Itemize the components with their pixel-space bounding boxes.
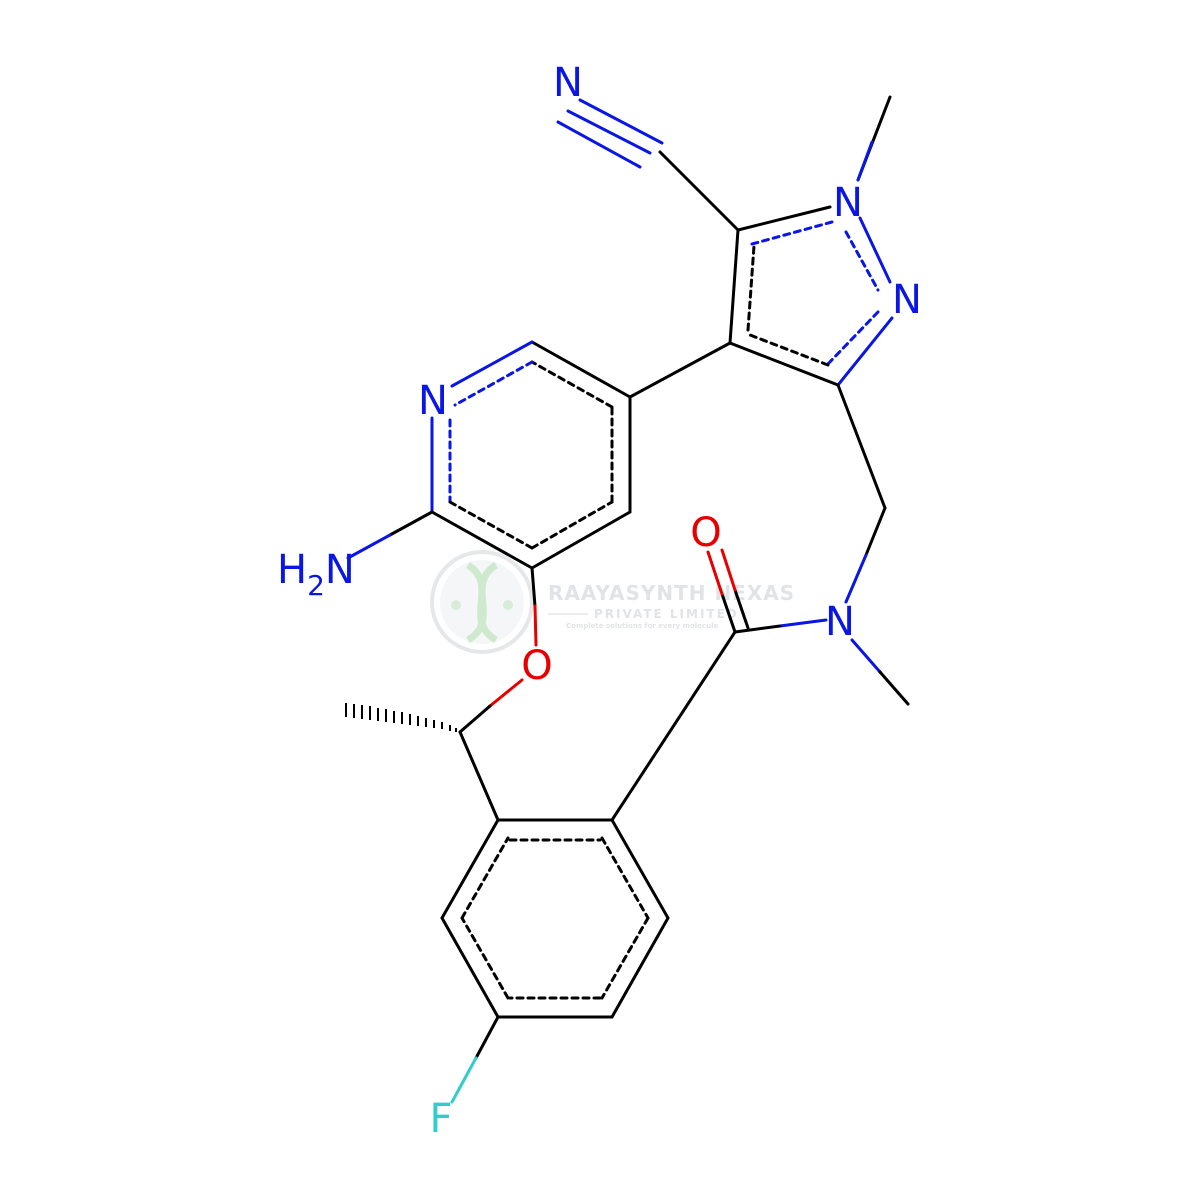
carbonyl-aryl-bond [610,630,737,822]
watermark-leaf-icon [451,600,461,610]
amide-n-methyl [878,670,910,706]
amine-bond [388,510,434,537]
watermark-title: RAAYASYNTH NEXAS [548,581,795,605]
pyrazole-c5-n1-bond [736,205,832,232]
benzene-c3-c4-bond [610,916,670,1019]
atom-labels: N N N N H2N O N O F [277,60,922,1142]
watermark-logo-circle [430,550,534,654]
c-f-bond-colored [450,1056,478,1104]
c-f-bond [474,1015,500,1060]
ether-ch-bond [458,704,492,734]
nitrile-triple-bond-b [566,109,652,155]
pyrazole-n2-c3-bond [836,316,894,387]
carbonyl-double-bond-a [720,592,737,634]
nitrile-triple-bond-a [578,98,664,145]
pyrazole-n2-c3-dash [824,310,880,368]
benzene-c3-c4-dash [600,916,650,1000]
biaryl-bond [628,341,732,399]
ch2-n-bond [864,506,887,557]
nitrile-nitrogen-label: N [553,60,583,106]
benzene-c6-c1-bond [440,818,500,920]
watermark-dna-icon [465,562,499,644]
pyrazole-c3-c4-bond [728,341,840,387]
hashed-wedge-methyl [345,703,457,732]
fluorine-label: F [429,1096,452,1142]
carbonyl-double-bond-b-colored [720,548,737,592]
pyridine-c2-c3-dash [448,500,534,550]
pyrazole-c3-c4-dash [748,333,830,367]
pyridine-c5-c6-dash [530,360,614,409]
benzene-c5-c6-dash [460,916,510,1000]
company-watermark: RAAYASYNTH NEXAS PRIVATE LIMITED Complet… [430,550,795,654]
pyridine-c6-n1-dash [453,360,534,407]
ch2-n-bond-colored [844,553,868,604]
benzene-c2-c3-bond [610,818,670,920]
nitrile-c-ring-bond [658,150,740,232]
watermark-leaf-icon-2 [503,600,513,610]
amide-nitrogen-label: N [825,599,855,645]
amide-n-c-colored [778,618,828,628]
pyrazole-c5-n1-dash [750,220,834,246]
pyrazole-ch2-bond [836,383,887,510]
pyrazole-c4-c5-dash [746,244,756,332]
pyrazole-n1-n2-dash [844,230,880,292]
aryl-ether-bond [530,566,537,608]
amine-bond-colored [346,533,392,560]
watermark-subtitle: PRIVATE LIMITED [594,607,739,621]
pyridine-c3-c4-bond [530,510,632,570]
amide-n-methyl-colored [850,638,882,674]
amide-n-c [733,624,782,634]
benzene-c6-c1-dash [460,836,510,920]
nitrile-triple-bond-c [556,120,642,169]
watermark-tagline: Complete solutions for every molecule [566,622,718,630]
pyrazole-c4-c5-bond [728,228,740,345]
carbonyl-oxygen-label: O [690,510,721,556]
benzene-c2-c3-dash [600,836,650,920]
ch-aryl-bond [458,730,500,822]
pyridine-c5-c6-bond [530,340,632,399]
pyrazole-n1-label: N [833,180,863,226]
pyridine-c3-c4-dash [530,500,614,550]
pyridine-c6-n1-bond [450,340,534,388]
carbonyl-double-bond-b [733,588,750,630]
pyridine-c2-c3-bond [430,510,534,570]
pyrazole-n1-n2-bond [858,216,892,284]
pyrazole-n2-label: N [892,277,922,323]
ether-oxygen-label: O [521,643,552,689]
aryl-ether-bond-colored [533,604,538,647]
carbonyl-double-bond-a-colored [706,550,724,596]
pyridine-nitrogen-label: N [418,378,448,424]
bonds [345,95,910,1104]
benzene-c5-c6-bond [440,916,500,1019]
ether-ch-bond-colored [488,678,524,708]
n-methyl-bond-colored [856,140,874,182]
amine-label: H2N [277,547,355,602]
